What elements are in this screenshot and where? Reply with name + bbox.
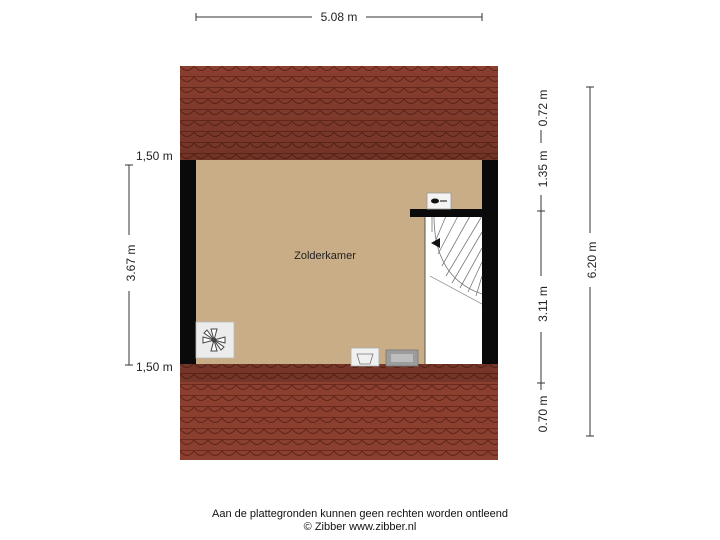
dim-top-width: 5.08 m (321, 10, 358, 24)
left-wall (180, 160, 196, 364)
dim-left-upper: 1,50 m (136, 149, 173, 163)
dryer-icon (385, 349, 419, 367)
dim-right-total: 6.20 m (585, 242, 599, 279)
stair-partition-wall (410, 209, 482, 217)
dimension-right-inner: 0.72 m 1.35 m 3.11 m 0.70 m (533, 86, 550, 440)
washing-machine-icon (350, 347, 380, 367)
dimension-top: 5.08 m (195, 9, 483, 25)
roof-top (180, 66, 498, 162)
dim-right-second: 1.35 m (536, 151, 550, 188)
staircase (424, 215, 483, 364)
dim-left-total: 3.67 m (124, 245, 138, 282)
stair-arrow-icon (431, 238, 440, 248)
dim-right-third: 3.11 m (536, 286, 550, 322)
dimension-left: 3.67 m 1,50 m 1,50 m (121, 149, 173, 374)
dimension-right-outer: 6.20 m (582, 86, 599, 437)
disclaimer-text: Aan de plattegronden kunnen geen rechten… (211, 508, 508, 520)
right-wall (482, 160, 498, 364)
dim-right-bottom: 0.70 m (536, 396, 550, 433)
copyright-text: © Zibber www.zibber.nl (303, 521, 417, 533)
dim-left-lower: 1,50 m (136, 360, 173, 374)
roof-bottom (180, 364, 498, 460)
boiler-icon (426, 192, 452, 210)
room-label: Zolderkamer (294, 250, 356, 262)
dim-right-top: 0.72 m (536, 90, 550, 127)
ventilation-fan-icon (195, 321, 235, 359)
